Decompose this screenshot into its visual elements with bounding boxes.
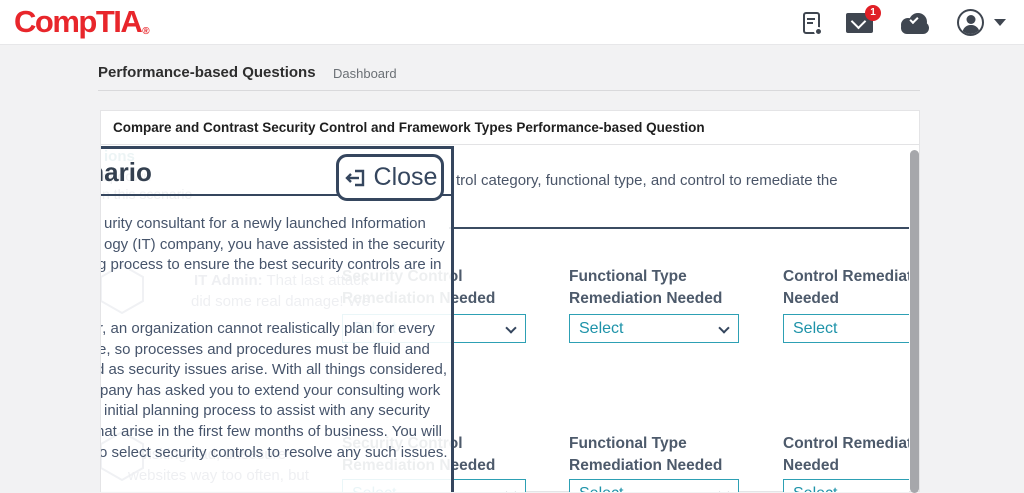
chevron-down-icon[interactable]: [994, 19, 1006, 26]
column-label: Needed: [783, 457, 839, 474]
control-remediation-select[interactable]: Select: [783, 314, 909, 343]
exit-icon: [344, 169, 364, 186]
comptia-logo[interactable]: CompTIA®: [14, 4, 150, 39]
column-label: Remediation Needed: [569, 457, 723, 474]
section-divider: [449, 227, 909, 229]
question-card-content: ions opdown n this scenario trol categor…: [101, 145, 909, 492]
scenario-paragraph-1: urity consultant for a newly launched In…: [101, 215, 445, 274]
chevron-down-icon: [718, 487, 730, 492]
scenario-paragraph-2: r, an organization cannot realistically …: [101, 320, 448, 461]
scenario-modal: Scenario Close urity consultant for a ne…: [101, 146, 454, 492]
page-title: Performance-based Questions: [98, 64, 316, 81]
cloud-sync-icon[interactable]: [899, 12, 931, 34]
question-card-title: Compare and Contrast Security Control an…: [113, 120, 705, 135]
scenario-modal-header: Scenario: [101, 149, 451, 196]
scenario-modal-title: Scenario: [101, 157, 152, 187]
card-title-divider: [101, 144, 919, 145]
profile-icon[interactable]: [957, 9, 984, 36]
column-label: Control Remediation: [783, 435, 909, 452]
header-divider: [98, 90, 920, 91]
control-remediation-select-2[interactable]: Select: [783, 479, 909, 492]
mail-badge: 1: [865, 4, 881, 21]
column-label: Remediation Needed: [569, 290, 723, 307]
chevron-down-icon: [718, 322, 730, 334]
column-label: Functional Type: [569, 268, 687, 285]
close-button[interactable]: Close: [336, 154, 444, 201]
notes-icon[interactable]: [803, 11, 823, 36]
chevron-down-icon: [505, 322, 517, 334]
functional-type-remediation-select-2[interactable]: Select: [569, 479, 739, 492]
question-card: Compare and Contrast Security Control an…: [100, 110, 920, 493]
mail-icon[interactable]: 1: [846, 4, 881, 33]
column-label: Functional Type: [569, 435, 687, 452]
column-label: Needed: [783, 290, 839, 307]
chevron-down-icon: [505, 487, 517, 492]
close-button-label: Close: [373, 163, 438, 191]
functional-type-remediation-select[interactable]: Select: [569, 314, 739, 343]
breadcrumb-dashboard-link[interactable]: Dashboard: [333, 66, 397, 81]
instruction-text: trol category, functional type, and cont…: [456, 172, 838, 189]
top-navigation-bar: CompTIA® 1: [0, 0, 1024, 45]
vertical-scrollbar[interactable]: [910, 150, 919, 493]
registered-mark: ®: [142, 26, 149, 37]
column-label: Control Remediation: [783, 268, 909, 285]
notes-status-dot: [814, 26, 823, 36]
